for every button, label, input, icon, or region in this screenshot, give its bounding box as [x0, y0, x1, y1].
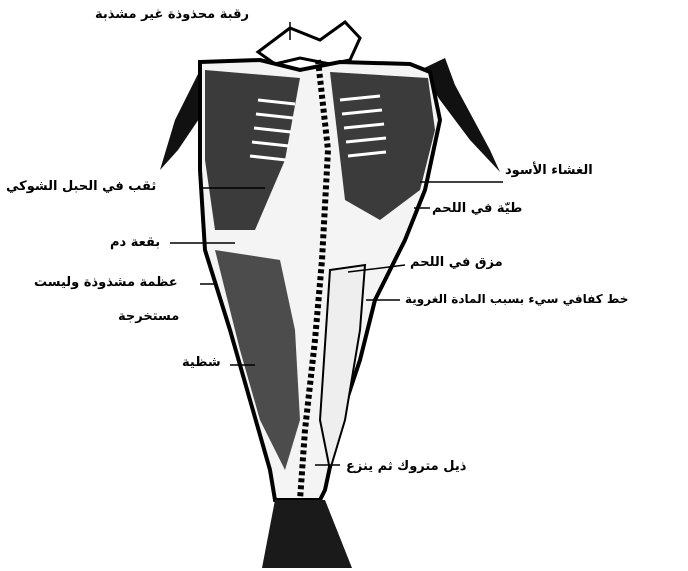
tail — [262, 500, 352, 568]
label-flesh-fold: طيّة في اللحم — [432, 202, 522, 215]
label-spinal-cord-hole: ثقب في الحبل الشوكي — [6, 180, 156, 193]
label-black-membrane: الغشاء الأسود — [505, 164, 593, 177]
label-bone-line2: مستخرجة — [118, 310, 179, 323]
label-blood-spot: بقعة دم — [110, 236, 160, 249]
label-flesh-tear: مزق في اللحم — [410, 256, 503, 269]
label-bone-line1: عظمة مشذوذة وليست — [34, 276, 178, 289]
label-neck: رقبة محذوذة غير مشذبة — [95, 8, 249, 21]
label-insufficient-line: خط كفافي سيء بسبب المادة الغروية — [405, 293, 628, 305]
neck-outline — [258, 22, 360, 64]
label-chip: شظية — [182, 356, 221, 369]
label-tail: ذيل متروك ثم ينزع — [346, 460, 466, 473]
